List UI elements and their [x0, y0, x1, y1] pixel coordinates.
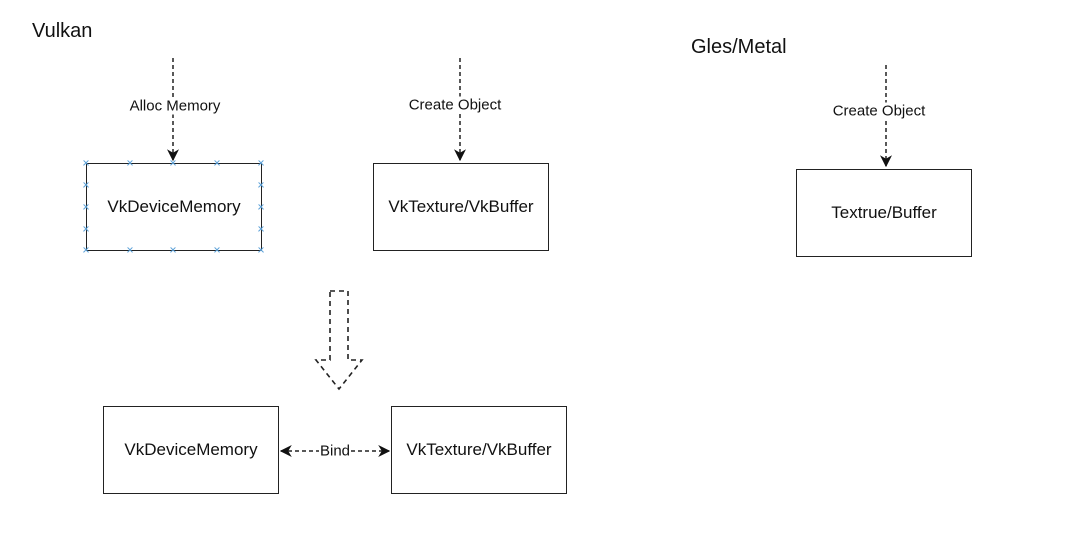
selection-handle-icon[interactable]: [214, 160, 220, 166]
gl-texture-buffer-node-label: Textrue/Buffer: [831, 203, 937, 222]
alloc-memory-label: Alloc Memory: [128, 97, 222, 115]
vk-texture-buffer-node-top-label: VkTexture/VkBuffer: [388, 197, 534, 216]
vulkan-section-title: Vulkan: [32, 20, 93, 42]
create-object-vk-label: Create Object: [407, 96, 503, 114]
vk-device-memory-node-top[interactable]: VkDeviceMemory: [86, 163, 262, 251]
vk-texture-buffer-node-bottom-label: VkTexture/VkBuffer: [406, 440, 552, 459]
selection-handle-icon[interactable]: [83, 247, 89, 253]
selection-handle-icon[interactable]: [170, 247, 176, 253]
selection-handle-icon[interactable]: [83, 160, 89, 166]
selection-handle-icon[interactable]: [214, 247, 220, 253]
vk-device-memory-node-bottom[interactable]: VkDeviceMemory: [103, 406, 279, 494]
create-object-gl-label: Create Object: [831, 102, 927, 120]
selection-handle-icon[interactable]: [258, 160, 264, 166]
transition-down-arrow: [314, 290, 364, 391]
selection-handle-icon[interactable]: [258, 204, 264, 210]
gl-texture-buffer-node[interactable]: Textrue/Buffer: [796, 169, 972, 257]
selection-handle-icon[interactable]: [258, 226, 264, 232]
gles-metal-section-title: Gles/Metal: [691, 36, 787, 58]
selection-handle-icon[interactable]: [127, 247, 133, 253]
vk-texture-buffer-node-top[interactable]: VkTexture/VkBuffer: [373, 163, 549, 251]
selection-handle-icon[interactable]: [83, 204, 89, 210]
selection-handle-icon[interactable]: [83, 226, 89, 232]
vk-device-memory-node-top-label: VkDeviceMemory: [107, 197, 241, 216]
selection-handle-icon[interactable]: [258, 182, 264, 188]
selection-handle-icon[interactable]: [127, 160, 133, 166]
vk-texture-buffer-node-bottom[interactable]: VkTexture/VkBuffer: [391, 406, 567, 494]
selection-handle-icon[interactable]: [258, 247, 264, 253]
vk-device-memory-node-bottom-label: VkDeviceMemory: [124, 440, 258, 459]
selection-handle-icon[interactable]: [83, 182, 89, 188]
bind-label: Bind: [318, 442, 352, 460]
selection-handle-icon[interactable]: [170, 160, 176, 166]
